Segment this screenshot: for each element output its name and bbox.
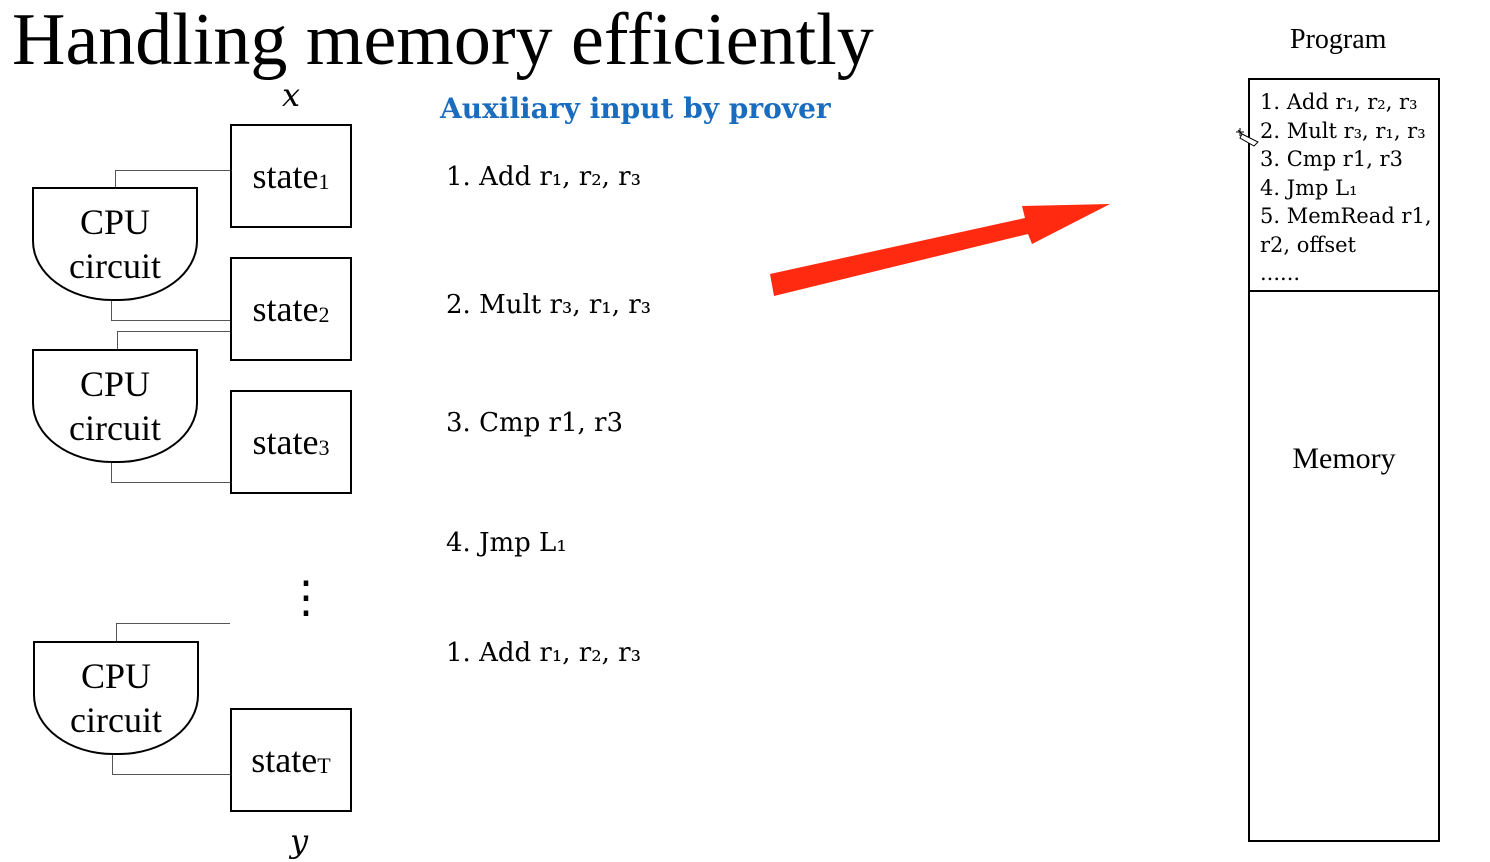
aux-instruction: 2. Mult r₃, r₁, r₃	[446, 290, 652, 320]
state-subscript: 1	[318, 169, 330, 194]
program-line: r2, offset	[1260, 232, 1356, 257]
wire-state1-cpu1-v	[115, 170, 116, 188]
state-label: state	[252, 422, 319, 462]
program-line: 5. MemRead r1,	[1260, 204, 1432, 228]
wire-state1-cpu1-h	[115, 170, 231, 171]
state-label: state	[251, 740, 318, 780]
memory-box: 1. Add r₁, r₂, r₃ 2. Mult r₃, r₁, r₃ 3. …	[1248, 78, 1440, 842]
cpu-label: CPU	[79, 202, 150, 242]
program-line: 2. Mult r₃, r₁, r₃	[1260, 118, 1426, 143]
pen-cursor-icon	[1236, 128, 1259, 147]
program-line: 1. Add r₁, r₂, r₃	[1260, 90, 1418, 114]
wire-cpu1-state2-h	[111, 320, 231, 321]
wire-state2-cpu2-v	[117, 331, 118, 351]
vertical-ellipsis: ⋮	[284, 572, 328, 623]
wire-cpu2-state3-h	[111, 482, 231, 483]
wire-cpu3-stateT-v	[112, 754, 113, 774]
cpu-label: circuit	[70, 700, 162, 740]
cpu-label: circuit	[69, 408, 161, 448]
state-subscript: 3	[318, 435, 330, 460]
wire-state2-cpu2-h	[117, 331, 231, 332]
cpu-label: CPU	[79, 364, 150, 404]
aux-instruction: 1. Add r₁, r₂, r₃	[446, 162, 642, 192]
state-label: state	[252, 156, 319, 196]
wire-cpu3-stateT-h	[112, 774, 232, 775]
wire-cpu1-state2-v	[111, 300, 112, 320]
wire-cpu3-in-h	[116, 623, 230, 624]
cpu-label: circuit	[69, 246, 161, 286]
aux-instruction: 4. Jmp L₁	[446, 528, 567, 558]
wire-cpu3-in-v	[116, 623, 117, 643]
state-subscript: T	[317, 753, 331, 778]
output-variable: y	[290, 822, 309, 860]
input-variable: x	[282, 76, 301, 114]
page-title: Handling memory efficiently	[12, 0, 874, 81]
wire-cpu2-state3-v	[111, 462, 112, 482]
aux-instruction: 3. Cmp r1, r3	[446, 408, 623, 438]
state-label: state	[252, 289, 319, 329]
program-line: ......	[1260, 261, 1301, 285]
red-arrow-icon	[770, 204, 1110, 296]
memory-label: Memory	[1292, 442, 1396, 475]
aux-input-heading: Auxiliary input by prover	[440, 92, 831, 125]
program-line: 3. Cmp r1, r3	[1260, 147, 1403, 171]
program-label: Program	[1290, 24, 1387, 55]
state-subscript: 2	[318, 302, 330, 327]
cpu-label: CPU	[80, 656, 151, 696]
program-line: 4. Jmp L₁	[1260, 175, 1358, 200]
aux-instruction: 1. Add r₁, r₂, r₃	[446, 638, 642, 668]
program-region: 1. Add r₁, r₂, r₃ 2. Mult r₃, r₁, r₃ 3. …	[1250, 80, 1438, 292]
